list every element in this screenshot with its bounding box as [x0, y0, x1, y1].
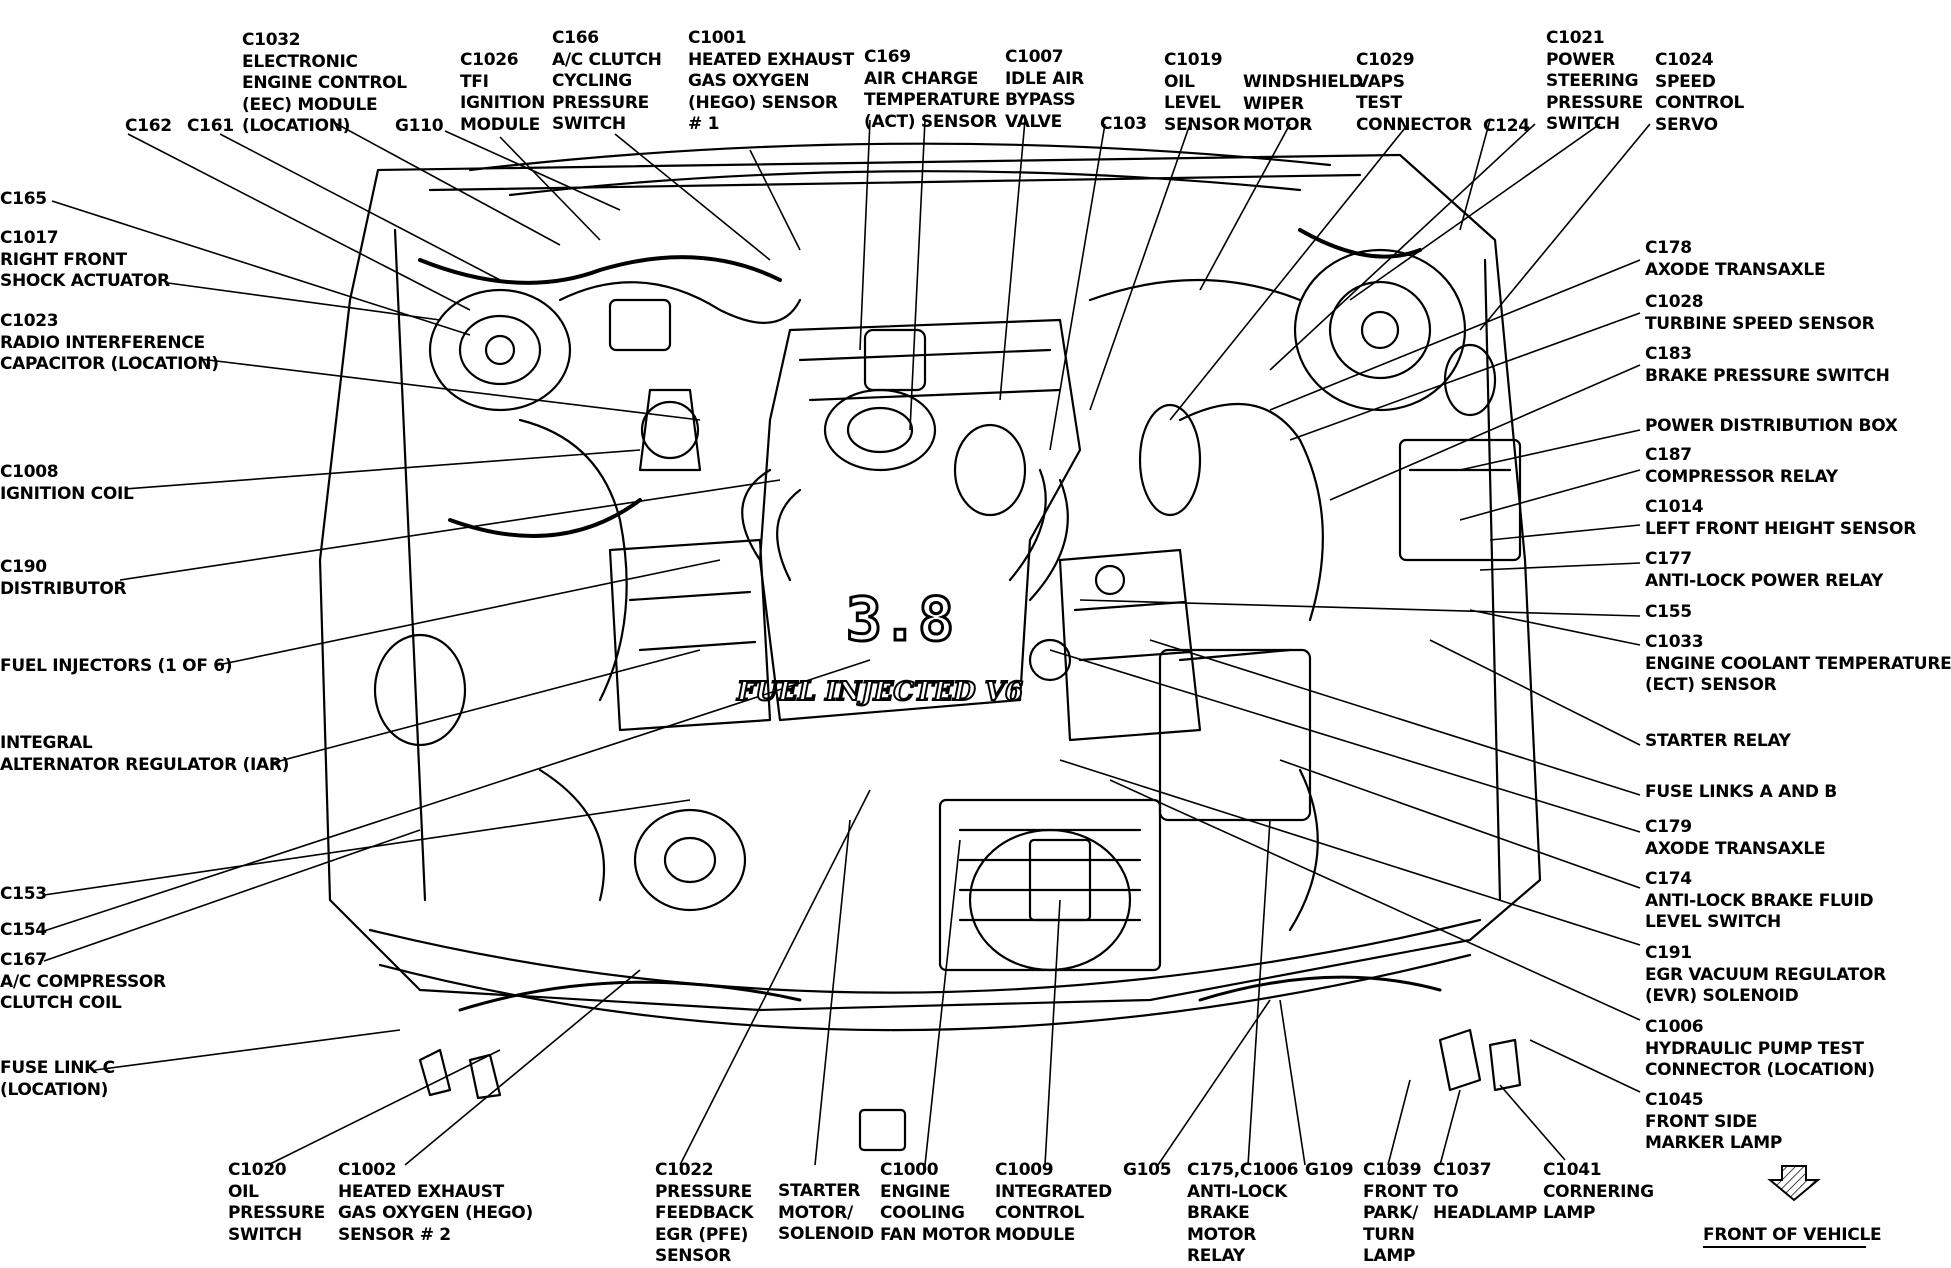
label-iar: INTEGRAL ALTERNATOR REGULATOR (IAR) [0, 733, 290, 775]
label-front-of-vehicle: FRONT OF VEHICLE [1703, 1225, 1882, 1245]
label-c1001: C1001 HEATED EXHAUST GAS OXYGEN (HEGO) S… [688, 28, 854, 134]
label-c1028: C1028 TURBINE SPEED SENSOR [1645, 292, 1875, 334]
engine-body [318, 142, 1542, 1152]
label-c191: C191 EGR VACUUM REGULATOR (EVR) SOLENOID [1645, 943, 1886, 1006]
label-c1029: C1029 VAPS TEST CONNECTOR [1356, 50, 1472, 135]
label-c165: C165 [0, 189, 47, 209]
label-c179: C179 AXODE TRANSAXLE [1645, 817, 1826, 859]
label-c1000: C1000 ENGINE COOLING FAN MOTOR [880, 1160, 991, 1245]
label-c1019: C1019 OIL LEVEL SENSOR [1164, 50, 1241, 135]
leader-lines [43, 119, 1651, 1166]
label-fuel-injectors: FUEL INJECTORS (1 OF 6) [0, 656, 233, 676]
label-c1022: C1022 PRESSURE FEEDBACK EGR (PFE) SENSOR [655, 1160, 754, 1266]
label-c177: C177 ANTI-LOCK POWER RELAY [1645, 549, 1883, 591]
label-c1020: C1020 OIL PRESSURE SWITCH [228, 1160, 325, 1245]
front-arrow-icon [1767, 1165, 1821, 1202]
label-c1014: C1014 LEFT FRONT HEIGHT SENSOR [1645, 497, 1917, 539]
engine-displacement-badge: 3.8 [846, 585, 954, 655]
label-fuse-link-c: FUSE LINK C (LOCATION) [0, 1058, 115, 1100]
label-c154: C154 [0, 920, 47, 940]
label-c1033: C1033 ENGINE COOLANT TEMPERATURE (ECT) S… [1645, 632, 1951, 695]
label-g109: G109 [1305, 1160, 1354, 1180]
label-c1039: C1039 FRONT PARK/ TURN LAMP [1363, 1160, 1427, 1266]
label-starter-relay: STARTER RELAY [1645, 731, 1791, 751]
label-c174: C174 ANTI-LOCK BRAKE FLUID LEVEL SWITCH [1645, 869, 1874, 932]
label-c1009: C1009 INTEGRATED CONTROL MODULE [995, 1160, 1112, 1245]
label-starter-motor: STARTER MOTOR/ SOLENOID [778, 1181, 874, 1244]
label-c178: C178 AXODE TRANSAXLE [1645, 238, 1826, 280]
label-c1023: C1023 RADIO INTERFERENCE CAPACITOR (LOCA… [0, 311, 219, 374]
label-fuse-links-ab: FUSE LINKS A AND B [1645, 782, 1837, 802]
label-c155: C155 [1645, 602, 1692, 622]
label-c190: C190 DISTRIBUTOR [0, 557, 127, 599]
label-c169: C169 AIR CHARGE TEMPERATURE (ACT) SENSOR [864, 47, 1000, 132]
label-c1024: C1024 SPEED CONTROL SERVO [1655, 50, 1745, 135]
label-c161: C161 [187, 116, 234, 136]
label-g110: G110 [395, 116, 444, 136]
label-c1002: C1002 HEATED EXHAUST GAS OXYGEN (HEGO) S… [338, 1160, 533, 1245]
label-c1041: C1041 CORNERING LAMP [1543, 1160, 1654, 1223]
label-c1026: C1026 TFI IGNITION MODULE [460, 50, 546, 135]
label-c124: C124 [1483, 116, 1530, 136]
label-c167: C167 A/C COMPRESSOR CLUTCH COIL [0, 950, 166, 1013]
label-c166: C166 A/C CLUTCH CYCLING PRESSURE SWITCH [552, 28, 662, 134]
label-c1045: C1045 FRONT SIDE MARKER LAMP [1645, 1090, 1783, 1153]
label-c1037: C1037 TO HEADLAMP [1433, 1160, 1538, 1223]
label-wiper-motor: WINDSHIELD WIPER MOTOR [1243, 72, 1363, 135]
label-c1021: C1021 POWER STEERING PRESSURE SWITCH [1546, 28, 1643, 134]
label-c1006-right: C1006 HYDRAULIC PUMP TEST CONNECTOR (LOC… [1645, 1017, 1875, 1080]
label-g105: G105 [1123, 1160, 1172, 1180]
label-c153: C153 [0, 884, 47, 904]
label-c162: C162 [125, 116, 172, 136]
label-c1017: C1017 RIGHT FRONT SHOCK ACTUATOR [0, 228, 170, 291]
label-c1008: C1008 IGNITION COIL [0, 462, 134, 504]
label-c175-c1006: C175,C1006 ANTI-LOCK BRAKE MOTOR RELAY [1187, 1160, 1299, 1266]
label-c1007: C1007 IDLE AIR BYPASS VALVE [1005, 47, 1084, 132]
label-power-distribution-box: POWER DISTRIBUTION BOX [1645, 416, 1898, 436]
label-c183: C183 BRAKE PRESSURE SWITCH [1645, 344, 1890, 386]
fuel-injected-badge: FUEL INJECTED V6 [736, 677, 1023, 707]
label-c103: C103 [1100, 114, 1147, 134]
label-c187: C187 COMPRESSOR RELAY [1645, 445, 1838, 487]
label-c1032: C1032 ELECTRONIC ENGINE CONTROL (EEC) MO… [242, 30, 407, 136]
